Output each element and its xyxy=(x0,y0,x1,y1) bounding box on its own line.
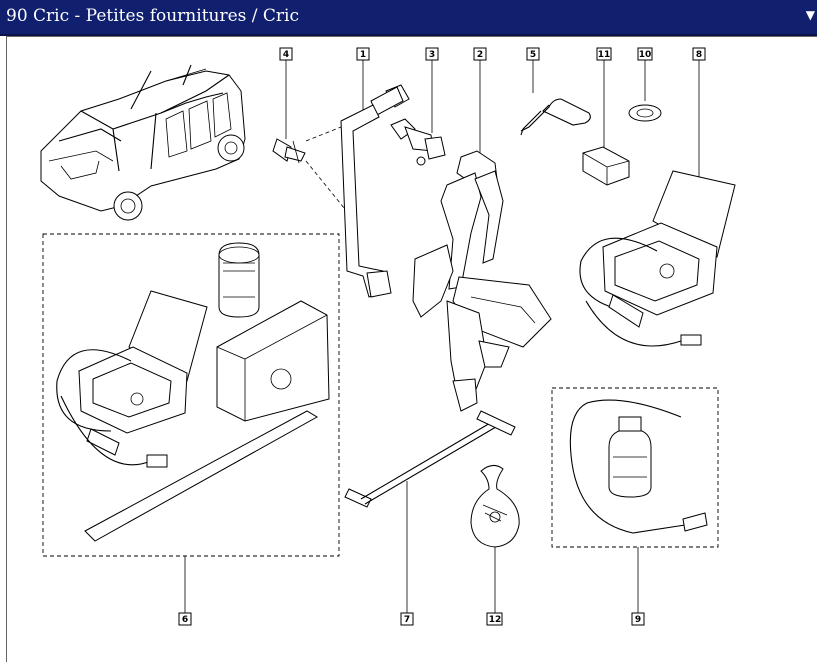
callout-11: 11 xyxy=(598,50,611,60)
title-bar: 90 Cric - Petites fournitures / Cric ▼ xyxy=(0,0,817,36)
callout-4: 4 xyxy=(283,50,289,60)
compressor-case-part: 8 xyxy=(579,47,736,347)
washer-part: 10 xyxy=(628,47,662,122)
scroll-arrow-icon[interactable]: ▼ xyxy=(805,8,815,22)
parts-diagram: 4 1 3 2 xyxy=(6,36,817,662)
callout-2: 2 xyxy=(477,50,483,60)
wheel-nut-part: 3 xyxy=(390,47,446,166)
callout-6: 6 xyxy=(182,615,188,625)
callout-7: 7 xyxy=(404,615,410,625)
callout-12: 12 xyxy=(489,615,502,625)
locking-bolt-part: 4 xyxy=(272,47,306,164)
callout-5: 5 xyxy=(530,50,536,60)
hook-part: 5 xyxy=(520,47,591,136)
callout-3: 3 xyxy=(429,50,435,60)
pouch-part xyxy=(470,465,520,613)
callout-8: 8 xyxy=(696,50,702,60)
crank-handle-part xyxy=(344,410,516,613)
jack-part: 2 xyxy=(412,47,552,412)
window-title: 90 Cric - Petites fournitures / Cric xyxy=(6,6,300,26)
callout-9: 9 xyxy=(635,615,641,625)
callout-10: 10 xyxy=(639,50,652,60)
tire-repair-kit-group xyxy=(42,233,340,557)
foam-block-part: 11 xyxy=(582,47,630,186)
callout-1: 1 xyxy=(360,50,366,60)
wheel-brace-part: 1 xyxy=(340,47,410,298)
car-illustration xyxy=(40,64,246,221)
sealant-kit-group xyxy=(551,387,719,548)
